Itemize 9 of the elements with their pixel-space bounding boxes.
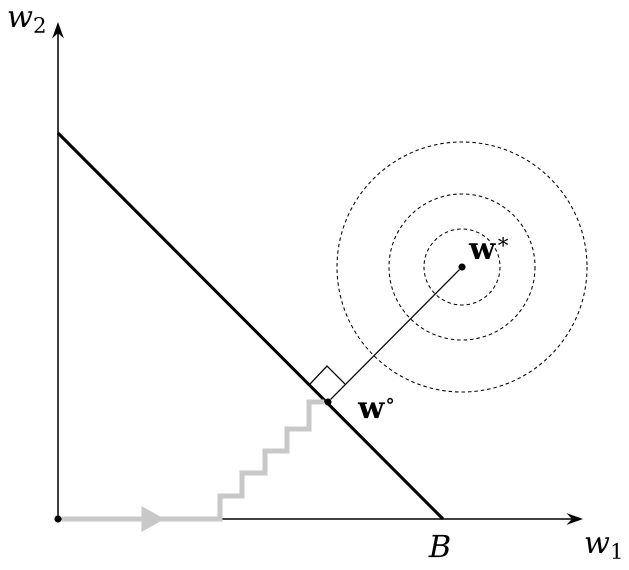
axis-label: w$_{2}$ [8, 11, 44, 33]
axis-label: w$^{∘}$ [358, 398, 394, 418]
axis-label: w$^{∗}$ [468, 236, 508, 260]
point-dot [54, 516, 62, 523]
connector-line [330, 269, 460, 400]
axis-label: B [428, 534, 450, 558]
axis-label: w$_{1}$ [586, 537, 620, 559]
point-dot [324, 398, 332, 406]
point-dot [458, 263, 466, 271]
